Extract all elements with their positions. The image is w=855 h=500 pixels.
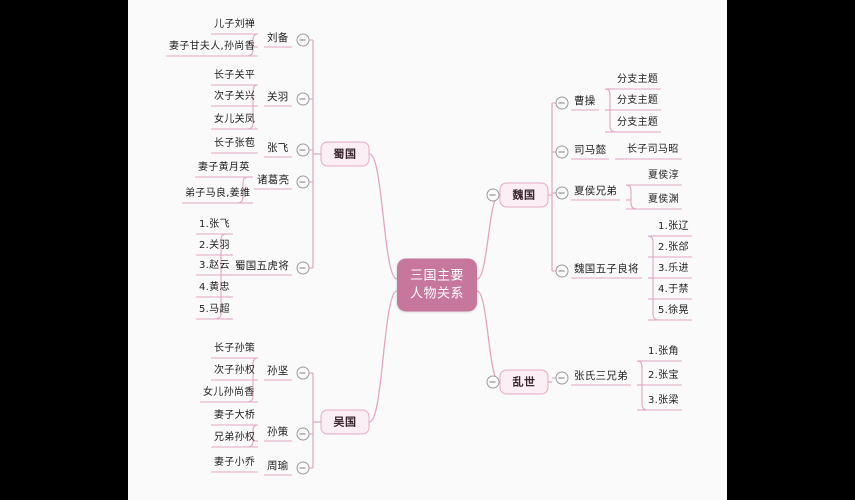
- leaf-node[interactable]: 5.马超: [199, 304, 230, 315]
- leaf-node[interactable]: 1.张飞: [199, 219, 230, 230]
- subnode-夏侯兄弟[interactable]: 夏侯兄弟: [574, 185, 618, 197]
- leaf-node[interactable]: 4.于禁: [658, 284, 689, 295]
- leaf-node[interactable]: 女儿孙尚香: [203, 387, 255, 398]
- branch-node-蜀国[interactable]: 蜀国: [320, 141, 370, 167]
- leaf-node[interactable]: 2.张郃: [658, 242, 689, 253]
- leaf-node[interactable]: 儿子刘禅: [214, 19, 256, 30]
- subnode-刘备[interactable]: 刘备: [267, 32, 289, 44]
- edge: [214, 233, 227, 320]
- leaf-node[interactable]: 妻子小乔: [214, 457, 256, 468]
- subnode-孙坚[interactable]: 孙坚: [267, 365, 289, 377]
- leaf-node[interactable]: 3.赵云: [199, 260, 230, 271]
- leaf-node[interactable]: 夏侯渊: [648, 194, 679, 205]
- leaf-node[interactable]: 兄弟孙权: [214, 432, 256, 443]
- leaf-node[interactable]: 2.关羽: [199, 240, 230, 251]
- subnode-张氏三兄弟[interactable]: 张氏三兄弟: [574, 370, 628, 382]
- leaf-node[interactable]: 1.张角: [648, 346, 679, 357]
- leaf-node[interactable]: 次子孙权: [214, 365, 256, 376]
- subnode-关羽[interactable]: 关羽: [267, 91, 289, 103]
- leaf-node[interactable]: 分支主题: [617, 117, 659, 128]
- collapse-toggle[interactable]: [296, 92, 310, 106]
- leaf-node[interactable]: 长子孙策: [214, 343, 256, 354]
- leaf-node[interactable]: 3.张梁: [648, 395, 679, 406]
- edge: [246, 424, 259, 448]
- subnode-曹操[interactable]: 曹操: [574, 95, 596, 107]
- subnode-孙策[interactable]: 孙策: [267, 426, 289, 438]
- leaf-node[interactable]: 妻子黄月英: [198, 162, 250, 173]
- collapse-toggle[interactable]: [296, 461, 310, 475]
- leaf-node[interactable]: 5.徐晃: [658, 305, 689, 316]
- collapse-toggle[interactable]: [296, 143, 310, 157]
- leaf-node[interactable]: 长子张苞: [214, 138, 256, 149]
- root-title-line2: 人物关系: [409, 286, 465, 301]
- leaf-node[interactable]: 次子关兴: [214, 91, 256, 102]
- leaf-node[interactable]: 3.乐进: [658, 263, 689, 274]
- edge: [369, 153, 398, 280]
- leaf-node[interactable]: 4.黄忠: [199, 282, 230, 293]
- collapse-toggle[interactable]: [296, 427, 310, 441]
- branch-node-吴国[interactable]: 吴国: [320, 409, 370, 435]
- leaf-node[interactable]: 妻子大桥: [214, 410, 256, 421]
- edge: [369, 290, 398, 423]
- leaf-node[interactable]: 弟子马良,姜维: [185, 188, 251, 199]
- subnode-魏国五子良将[interactable]: 魏国五子良将: [574, 263, 639, 275]
- root-node[interactable]: 三国主要人物关系: [396, 258, 478, 312]
- collapse-toggle[interactable]: [486, 375, 499, 389]
- collapse-toggle[interactable]: [296, 175, 310, 189]
- collapse-toggle[interactable]: [555, 186, 569, 200]
- leaf-node[interactable]: 2.张宝: [648, 370, 679, 381]
- subnode-周瑜[interactable]: 周瑜: [267, 460, 289, 472]
- mindmap-edges: [166, 33, 692, 476]
- edge: [236, 176, 249, 204]
- collapse-toggle[interactable]: [555, 371, 569, 385]
- subnode-诸葛亮[interactable]: 诸葛亮: [257, 174, 290, 186]
- collapse-toggle[interactable]: [555, 264, 569, 278]
- subnode-张飞[interactable]: 张飞: [267, 142, 289, 154]
- leaf-node[interactable]: 妻子甘夫人,孙尚香: [169, 41, 255, 52]
- edge: [246, 84, 259, 130]
- subnode-蜀国五虎将[interactable]: 蜀国五虎将: [235, 260, 289, 272]
- collapse-toggle[interactable]: [555, 145, 569, 159]
- root-title-line1: 三国主要: [409, 268, 465, 284]
- mindmap-canvas[interactable]: 三国主要人物关系 蜀国 刘备儿子刘禅妻子甘夫人,孙尚香关羽长子关平次子关兴女儿关凤张…: [128, 0, 727, 500]
- branch-node-魏国[interactable]: 魏国: [499, 182, 549, 208]
- collapse-toggle[interactable]: [296, 366, 310, 380]
- collapse-toggle[interactable]: [555, 96, 569, 110]
- collapse-toggle[interactable]: [486, 188, 499, 202]
- leaf-node[interactable]: 女儿关凤: [214, 114, 256, 125]
- edge: [476, 290, 501, 383]
- edge: [625, 184, 638, 210]
- collapse-toggle[interactable]: [296, 33, 310, 47]
- leaf-node[interactable]: 分支主题: [617, 95, 659, 106]
- edge: [246, 33, 259, 57]
- branch-node-乱世[interactable]: 乱世: [499, 369, 549, 395]
- leaf-node[interactable]: 长子司马昭: [627, 144, 679, 155]
- leaf-node[interactable]: 分支主题: [617, 74, 659, 85]
- leaf-node[interactable]: 1.张辽: [658, 221, 689, 232]
- leaf-node[interactable]: 长子关平: [214, 70, 256, 81]
- edge: [476, 194, 500, 280]
- collapse-toggle[interactable]: [296, 261, 310, 275]
- leaf-node[interactable]: 夏侯淳: [648, 170, 679, 181]
- subnode-司马懿[interactable]: 司马懿: [574, 144, 607, 156]
